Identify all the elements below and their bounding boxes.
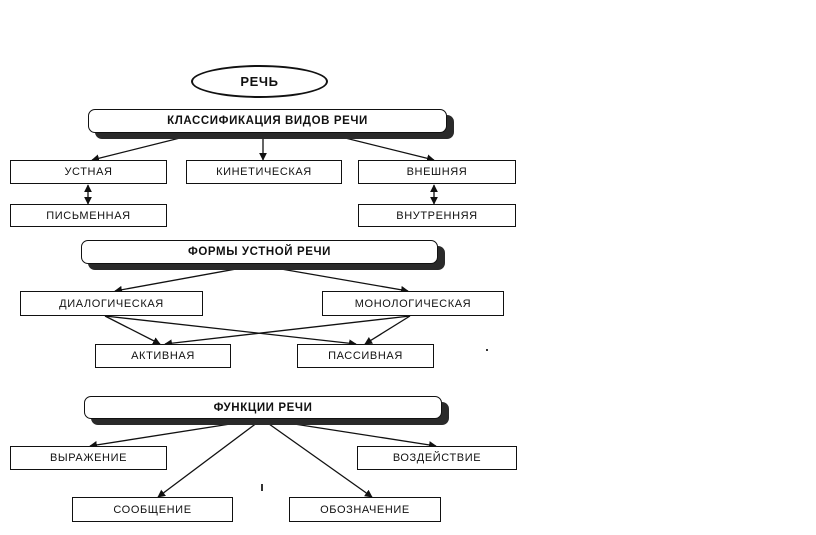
arrow-dialogic-to-passive [104, 315, 357, 348]
arrow-classification-to-oral [91, 132, 201, 163]
arrow-monologic-to-passive [364, 315, 411, 345]
expression-box: ВЫРАЖЕНИЕ [10, 446, 167, 470]
scan-speck [261, 484, 263, 491]
influence-box: ВОЗДЕЙСТВИЕ [357, 446, 517, 470]
arrow-monologic-to-active [164, 315, 411, 348]
arrow-functions-to-message [157, 418, 263, 498]
oral-forms-header: ФОРМЫ УСТНОЙ РЕЧИ [81, 240, 438, 264]
classification-header: КЛАССИФИКАЦИЯ ВИДОВ РЕЧИ [88, 109, 447, 133]
passive-box: ПАССИВНАЯ [297, 344, 434, 368]
functions-header: ФУНКЦИИ РЕЧИ [84, 396, 442, 419]
message-box: СООБЩЕНИЕ [72, 497, 233, 522]
arrow-classification-to-external [324, 132, 435, 163]
dialogic-box: ДИАЛОГИЧЕСКАЯ [20, 291, 203, 316]
arrow-forms-to-monologic [257, 264, 409, 294]
designation-box: ОБОЗНАЧЕНИЕ [289, 497, 441, 522]
scan-speck [486, 349, 488, 351]
monologic-box: МОНОЛОГИЧЕСКАЯ [322, 291, 504, 316]
arrow-forms-to-dialogic [114, 264, 259, 294]
active-box: АКТИВНАЯ [95, 344, 231, 368]
kinetic-box: КИНЕТИЧЕСКАЯ [186, 160, 342, 184]
external-box: ВНЕШНЯЯ [358, 160, 516, 184]
written-box: ПИСЬМЕННАЯ [10, 204, 167, 227]
arrow-functions-to-designation [261, 418, 373, 498]
oral-box: УСТНАЯ [10, 160, 167, 184]
arrow-functions-to-expression [89, 418, 263, 449]
arrow-functions-to-influence [261, 418, 437, 449]
internal-box: ВНУТРЕННЯЯ [358, 204, 516, 227]
root-oval: РЕЧЬ [191, 65, 328, 98]
arrow-dialogic-to-active [104, 315, 161, 345]
